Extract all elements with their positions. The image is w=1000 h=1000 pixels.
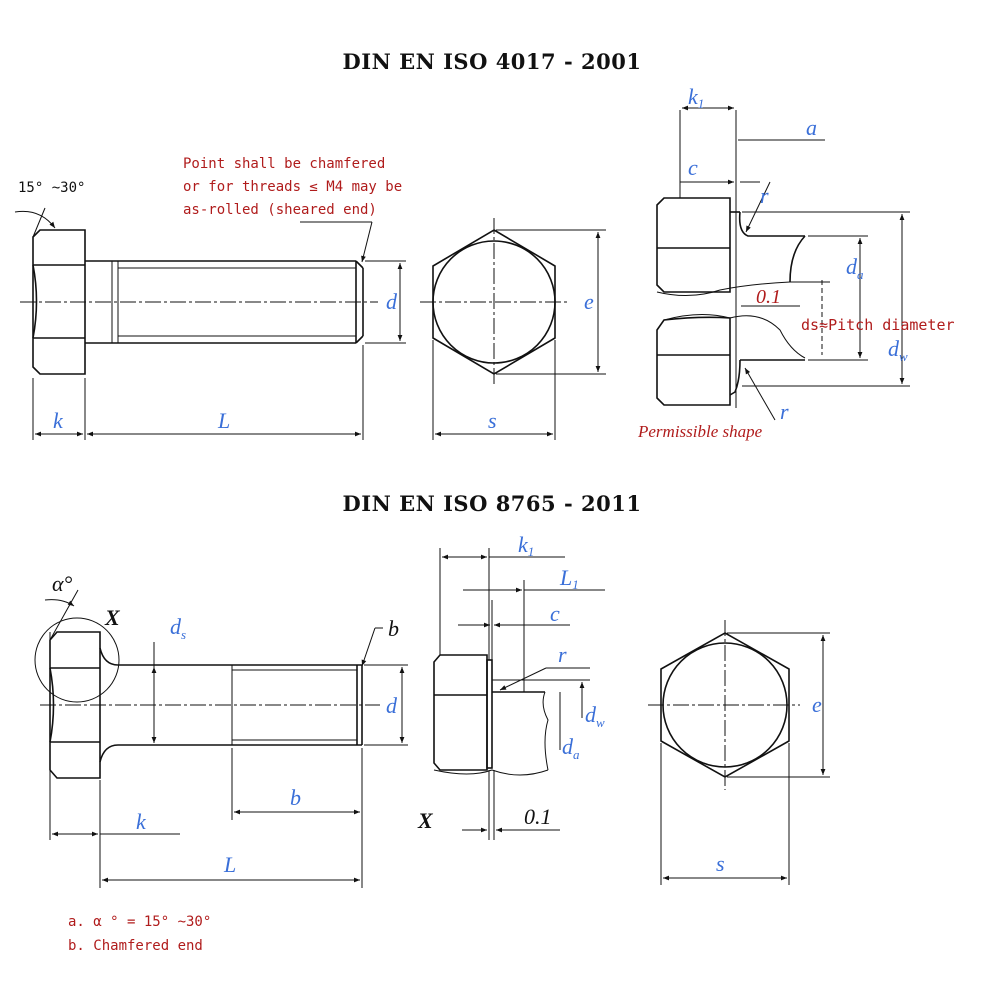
dim-k-bottom-label: k [136, 809, 147, 834]
point-note: Point shall be chamfered or for threads … [183, 156, 402, 218]
point-note-line-2: or for threads ≤ M4 may be [183, 179, 402, 195]
dim-r-bottom-label: r [558, 642, 567, 667]
dim-r-lower-label: r [780, 399, 789, 424]
dim-a-label: a [806, 115, 817, 140]
dim-r-upper-label: r [760, 183, 769, 208]
dim-b-label: b [290, 785, 301, 810]
dim-k1-label: k1 [688, 84, 704, 111]
dim-s-bottom-label: s [716, 851, 725, 876]
dim-k-label: k [53, 408, 64, 433]
footnote-a: a. α ° = 15° ~30° [68, 914, 211, 930]
dim-dw-bottom-label: dw [585, 702, 605, 730]
dim-e-label: e [584, 289, 594, 314]
point-note-line-3: as-rolled (sheared end) [183, 202, 377, 218]
detail-X-view-label: X [417, 808, 434, 833]
title-iso8765: DIN EN ISO 8765 - 2011 [343, 491, 642, 516]
top-hex-view [420, 218, 606, 440]
note-b-marker: b [388, 616, 399, 641]
bottom-detail-view [433, 548, 605, 840]
dim-dw-label: dw [888, 336, 908, 364]
top-side-view [14, 207, 406, 440]
dim-L-label: L [217, 408, 230, 433]
footnote-b: b. Chamfered end [68, 938, 203, 954]
dim-L-bottom-label: L [223, 852, 236, 877]
detail-X-label: X [104, 605, 121, 630]
dim-da-label: da [846, 254, 864, 282]
dim-d-bottom-label: d [386, 693, 398, 718]
alpha-angle-label: α° [52, 571, 73, 596]
dim-c-bottom-label: c [550, 601, 560, 626]
dim-L1-label: L1 [559, 565, 579, 592]
tolerance-0-1-bottom: 0.1 [524, 804, 552, 829]
dim-k1-bottom-label: k1 [518, 532, 534, 559]
tolerance-0-1-top: 0.1 [756, 286, 781, 308]
dim-s-label: s [488, 408, 497, 433]
dim-ds-label: ds [170, 614, 186, 642]
dim-e-bottom-label: e [812, 692, 822, 717]
dim-da-bottom-label: da [562, 734, 580, 762]
bottom-hex-view [648, 620, 830, 885]
head-angle-label: 15° ~30° [18, 180, 85, 196]
top-detail-view [656, 105, 910, 421]
permissible-shape-note: Permissible shape [637, 422, 763, 441]
title-iso4017: DIN EN ISO 4017 - 2001 [343, 49, 642, 74]
bottom-side-view [34, 589, 408, 888]
ds-pitch-note: ds≈Pitch diameter [801, 316, 955, 334]
dim-c-label: c [688, 155, 698, 180]
dim-d-label: d [386, 289, 398, 314]
point-note-line-1: Point shall be chamfered [183, 156, 385, 172]
